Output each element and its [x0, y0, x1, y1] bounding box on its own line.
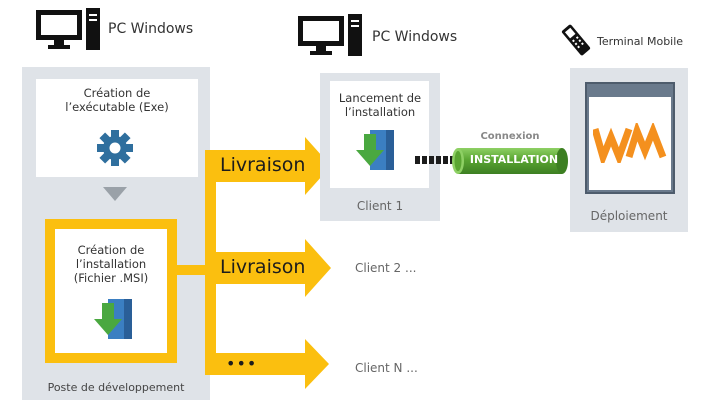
handheld-scanner-icon — [558, 22, 594, 58]
delivery-arrow-3-shaft — [205, 353, 305, 375]
wm-logo-icon — [591, 120, 669, 168]
delivery-label-1: Livraison — [220, 154, 306, 176]
msi-step-title-1: Création de — [77, 243, 145, 257]
installation-pipe — [452, 145, 572, 177]
exe-step-title-2: l’exécutable (Exe) — [65, 100, 169, 114]
delivery-arrow-1-shaft — [205, 150, 305, 182]
deploy-label: Déploiement — [590, 209, 668, 223]
delivery-connector — [177, 265, 207, 275]
exe-step-title-1: Création de — [83, 86, 151, 100]
connection-dash-left — [415, 156, 453, 164]
delivery-label-2: Livraison — [220, 256, 306, 278]
mobile-label: Terminal Mobile — [597, 35, 684, 48]
installer-icon — [88, 297, 136, 343]
down-chevron-icon — [103, 187, 127, 201]
delivery-arrow-3-head — [305, 339, 329, 389]
pc-label-2: PC Windows — [372, 29, 458, 45]
dev-station-label: Poste de développement — [47, 381, 185, 394]
msi-step-title-2: l’installation — [75, 257, 147, 271]
gear-icon — [95, 128, 135, 168]
pc-label-1: PC Windows — [108, 21, 194, 37]
client-1-title-2: l’installation — [344, 105, 416, 119]
delivery-arrow-2-shaft — [205, 252, 305, 284]
client-1-title-1: Lancement de — [338, 91, 422, 105]
installation-pipe-label: INSTALLATION — [469, 153, 559, 166]
client-2-label: Client 2 ... — [355, 261, 417, 275]
client-n-label: Client N ... — [355, 361, 418, 375]
msi-step-title-3: (Fichier .MSI) — [73, 271, 149, 285]
installer-icon — [350, 128, 398, 174]
delivery-arrow-2-head — [305, 239, 331, 297]
client-1-label: Client 1 — [356, 199, 404, 213]
connection-label: Connexion — [480, 131, 540, 142]
delivery-ellipsis: ••• — [226, 354, 258, 373]
pc-icon-1 — [36, 8, 102, 50]
pc-icon-2 — [298, 14, 364, 56]
